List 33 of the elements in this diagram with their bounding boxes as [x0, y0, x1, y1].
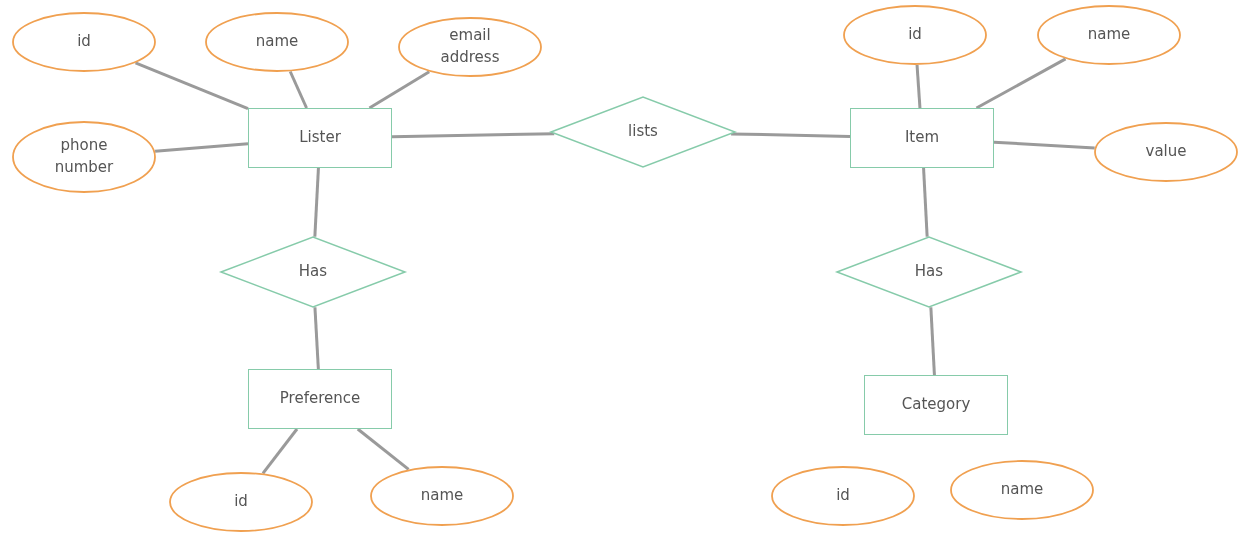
attribute-ellipse: id	[169, 472, 313, 532]
connector-line	[154, 142, 249, 153]
entity-box: Category	[864, 375, 1008, 435]
attribute-ellipse: email address	[398, 17, 542, 77]
connector-line	[368, 70, 430, 110]
attribute-ellipse: id	[771, 466, 915, 526]
connector-line	[313, 167, 320, 237]
attribute-ellipse: name	[370, 466, 514, 526]
connector-line	[731, 132, 851, 138]
entity-box: Item	[850, 108, 994, 168]
connector-line	[915, 64, 922, 109]
connector-line	[356, 427, 410, 471]
attribute-ellipse: id	[843, 5, 987, 65]
attribute-ellipse: name	[950, 460, 1094, 520]
connector-line	[975, 57, 1067, 110]
relationship-diamond: Has	[220, 236, 406, 308]
connector-line	[391, 132, 555, 139]
relationship-diamond: Has	[836, 236, 1022, 308]
connector-line	[134, 61, 249, 111]
attribute-ellipse: name	[1037, 5, 1181, 65]
connector-line	[261, 428, 299, 475]
connector-line	[929, 307, 936, 376]
connector-line	[922, 167, 929, 237]
attribute-ellipse: phone number	[12, 121, 156, 193]
connector-line	[993, 140, 1095, 150]
attribute-ellipse: id	[12, 12, 156, 72]
entity-box: Preference	[248, 369, 392, 429]
entity-box: Lister	[248, 108, 392, 168]
connector-line	[313, 307, 320, 370]
attribute-ellipse: value	[1094, 122, 1238, 182]
connector-line	[288, 70, 308, 109]
attribute-ellipse: name	[205, 12, 349, 72]
relationship-diamond: lists	[550, 96, 736, 168]
